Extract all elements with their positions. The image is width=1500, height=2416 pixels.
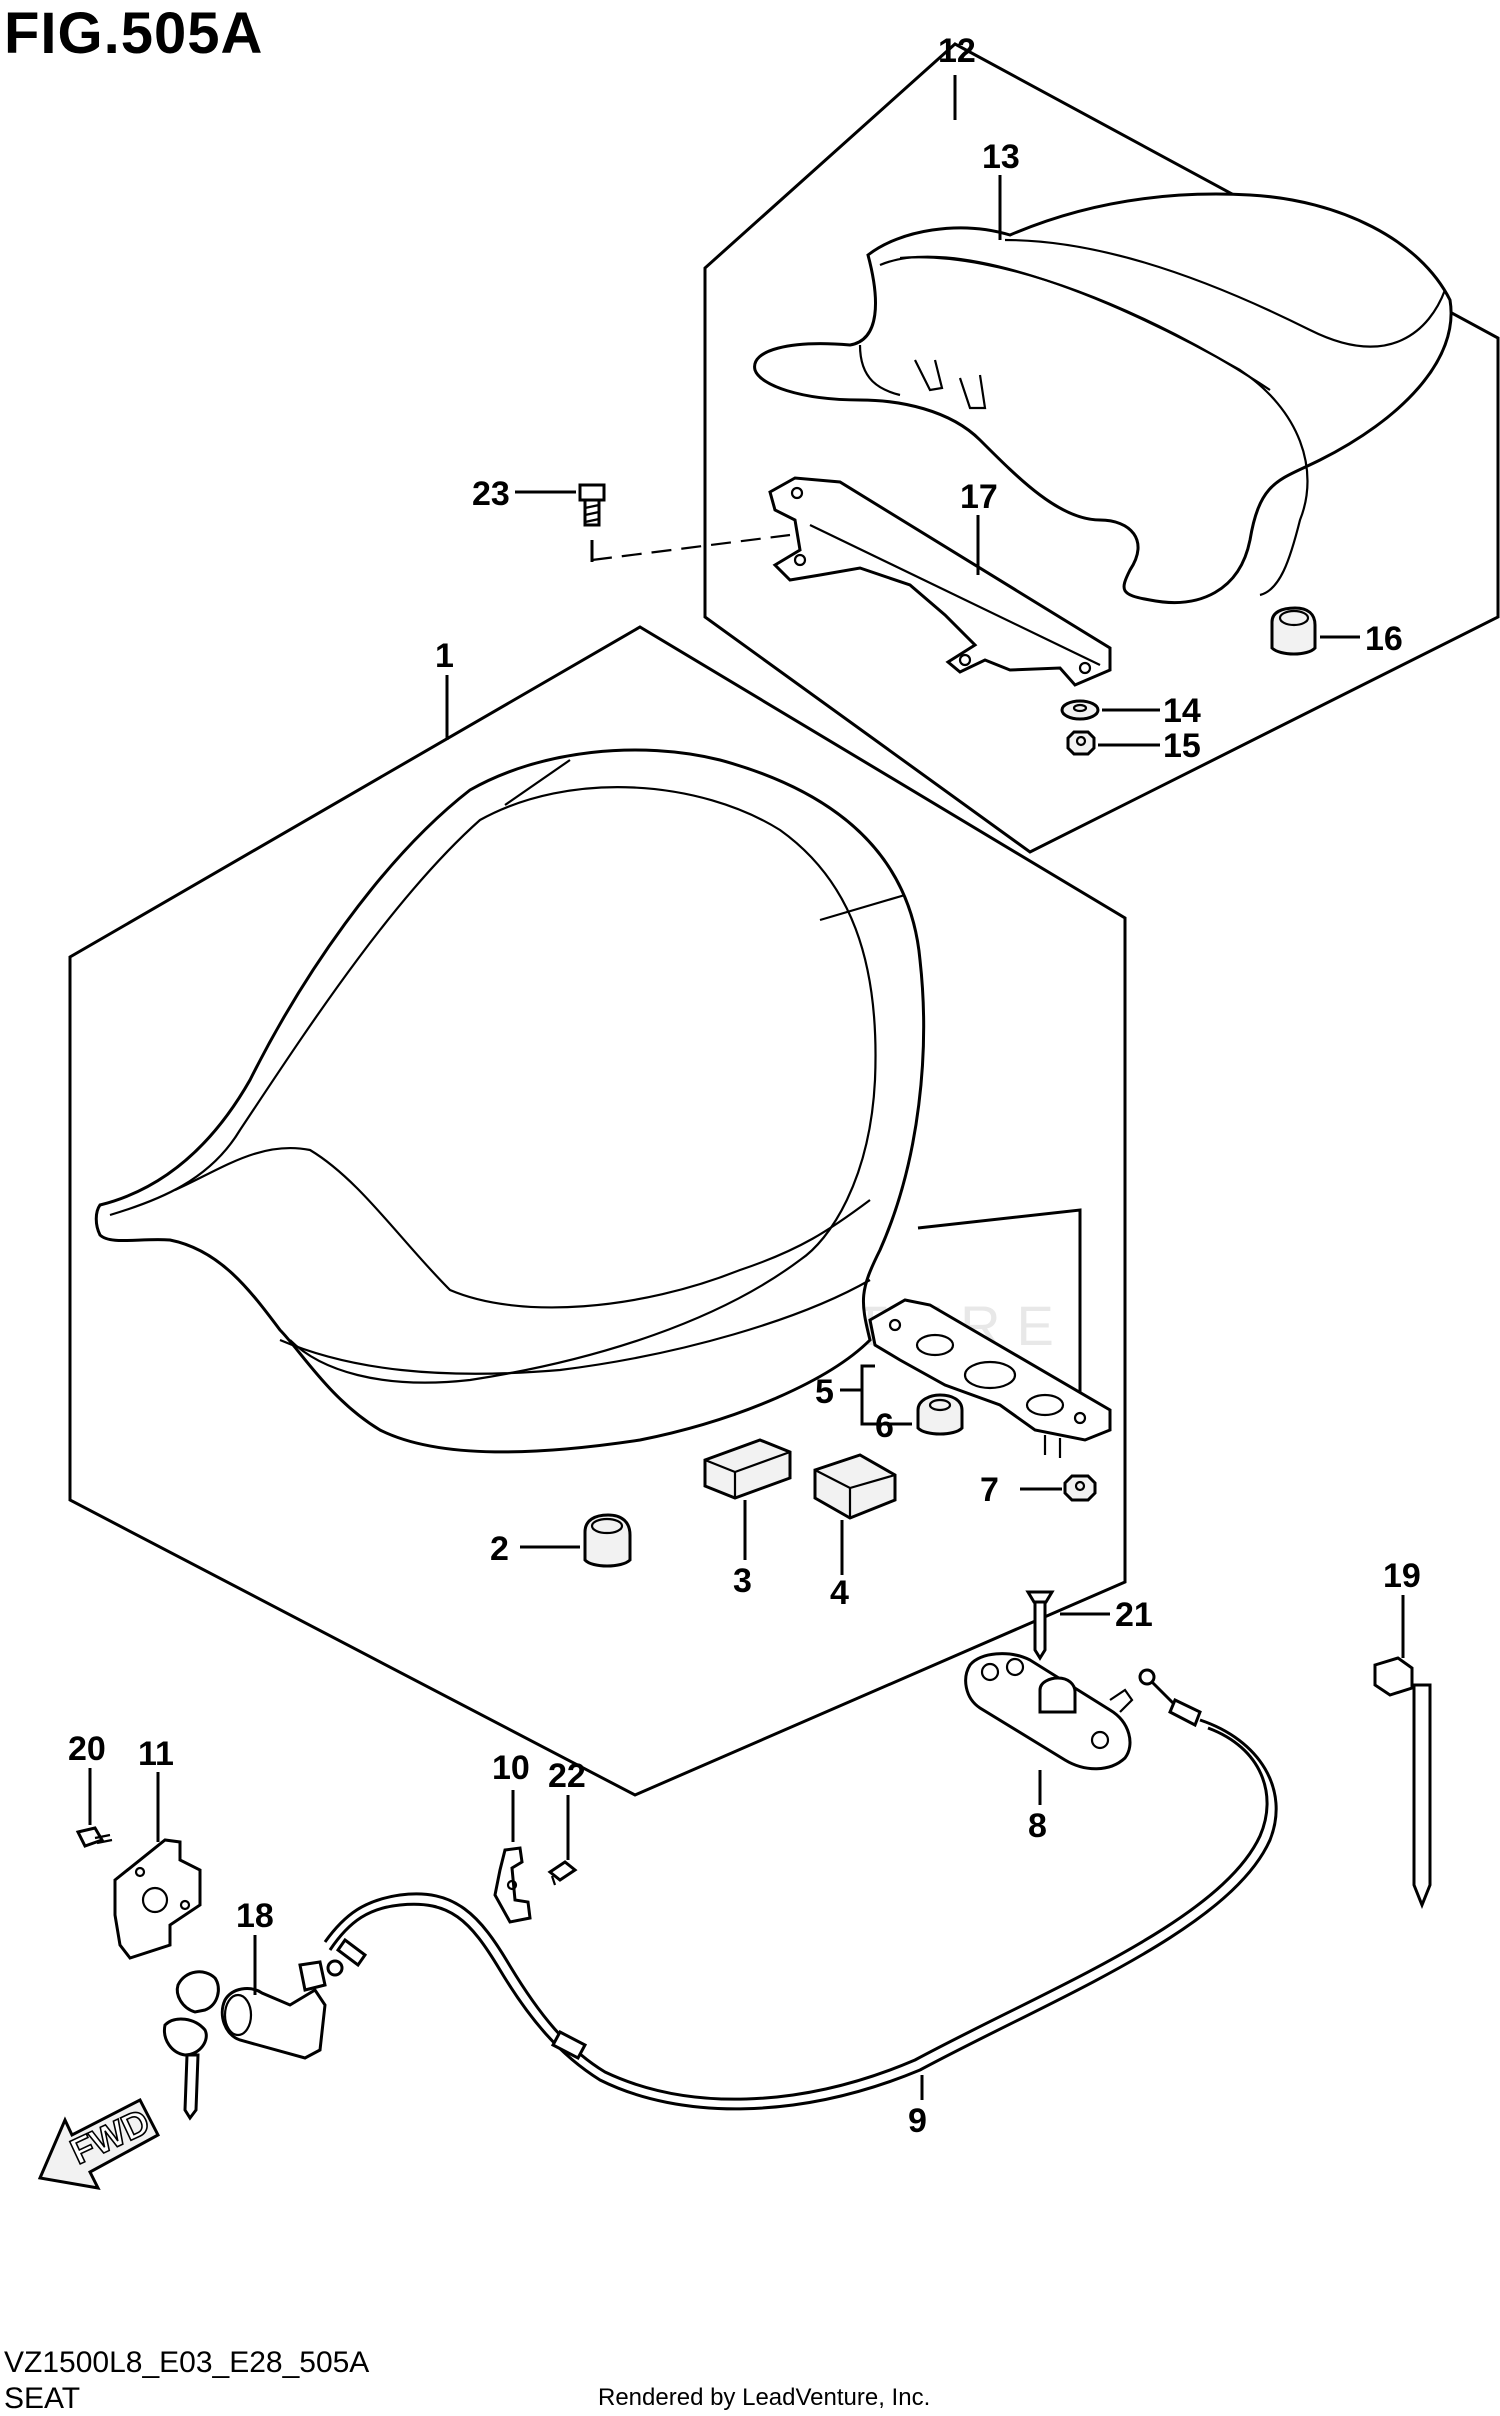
- callout-5: 5: [815, 1373, 834, 1411]
- callout-4: 4: [830, 1574, 849, 1612]
- passenger-seat-group-outline: [703, 42, 1500, 854]
- seat-bracket: [768, 476, 1112, 687]
- washer: [1060, 699, 1100, 721]
- bolt: [578, 483, 606, 527]
- callout-2: 2: [490, 1530, 509, 1568]
- callout-20: 20: [68, 1730, 106, 1768]
- key: [162, 1970, 220, 2121]
- forward-direction-arrow: FWD: [37, 2097, 161, 2190]
- callout-22: 22: [548, 1757, 586, 1795]
- damper: [916, 1393, 964, 1436]
- screw: [1025, 1590, 1055, 1661]
- callout-3: 3: [733, 1562, 752, 1600]
- section-name: SEAT: [4, 2382, 81, 2415]
- drawing-code: VZ1500L8_E03_E28_505A: [4, 2346, 370, 2379]
- callout-13: 13: [982, 138, 1020, 176]
- nut: [1063, 1474, 1097, 1502]
- callout-15: 15: [1163, 727, 1201, 765]
- seat-lock-assembly: [964, 1652, 1134, 1771]
- callout-7: 7: [980, 1471, 999, 1509]
- callout-14: 14: [1163, 692, 1201, 730]
- callout-18: 18: [236, 1897, 274, 1935]
- callout-16: 16: [1365, 620, 1403, 658]
- figure-title: FIG.505A: [4, 1, 264, 66]
- cable-tie: [1373, 1656, 1432, 1910]
- callout-19: 19: [1383, 1557, 1421, 1595]
- nut: [1066, 730, 1096, 756]
- seat-cushion-rubber: [583, 1513, 632, 1568]
- render-credit: Rendered by LeadVenture, Inc.: [598, 2384, 931, 2411]
- callout-9: 9: [908, 2102, 927, 2140]
- callout-11: 11: [138, 1735, 174, 1773]
- bolt: [75, 1826, 113, 1848]
- seat-lock-plate: [868, 1298, 1112, 1458]
- callout-10: 10: [492, 1749, 530, 1787]
- seat-pad: [813, 1453, 897, 1520]
- callout-23: 23: [472, 475, 510, 513]
- screw: [547, 1860, 578, 1886]
- seat-cushion-rubber: [1270, 606, 1317, 656]
- callout-17: 17: [960, 478, 998, 516]
- passenger-seat: [753, 192, 1453, 604]
- callout-8: 8: [1028, 1807, 1047, 1845]
- callout-21: 21: [1115, 1596, 1153, 1634]
- cable-clip: [493, 1846, 532, 1924]
- seat-lock-cable: [323, 1668, 1278, 2111]
- lock-bracket: [113, 1838, 202, 1960]
- rider-seat-group-outline: [68, 625, 1127, 1797]
- callout-1: 1: [435, 637, 454, 675]
- callout-12: 12: [938, 32, 976, 70]
- callout-6: 6: [875, 1407, 894, 1445]
- rider-seat: [94, 748, 926, 1454]
- seat-pad: [703, 1438, 792, 1500]
- seat-lock-cylinder: [220, 1960, 327, 2060]
